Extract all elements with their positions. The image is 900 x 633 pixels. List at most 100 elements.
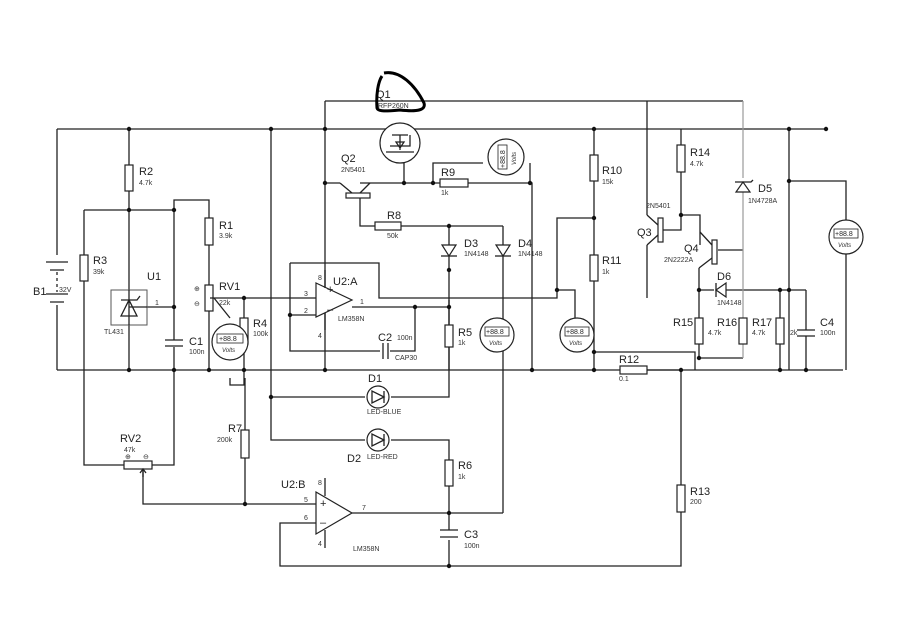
pin-3: 3: [304, 291, 308, 298]
c1-ref: C1: [189, 336, 203, 348]
shunt-regulator-u1[interactable]: U1 TL431 1: [104, 271, 161, 336]
r8-value: 50k: [387, 233, 399, 240]
svg-text:⊕: ⊕: [125, 454, 131, 461]
resistor-r1[interactable]: R13.9k: [204, 217, 233, 246]
d4-ref: D4: [518, 238, 532, 250]
d3-ref: D3: [464, 238, 478, 250]
potentiometer-rv1[interactable]: ⊕ ⊖ RV1 22k: [194, 281, 240, 312]
pin-8: 8: [318, 275, 322, 282]
mosfet-q1[interactable]: Q1 IRFP260N: [375, 71, 426, 164]
q2-value: 2N5401: [341, 167, 366, 174]
resistor-r8[interactable]: R8 50k: [374, 210, 402, 240]
q3-value: 2N5401: [646, 203, 671, 210]
c2-ref: C2: [378, 332, 392, 344]
r3-ref: R3: [93, 255, 107, 267]
pin-4b: 4: [318, 541, 322, 548]
d1-value: LED-BLUE: [367, 409, 402, 416]
d1-ref: D1: [368, 373, 382, 385]
r9-ref: R9: [441, 167, 455, 179]
r10-value: 15k: [602, 179, 614, 186]
pin-7: 7: [362, 505, 366, 512]
q4-ref: Q4: [684, 243, 699, 255]
r15-value: 4.7k: [708, 330, 722, 337]
c3-value: 100n: [464, 543, 480, 550]
r6-value: 1k: [458, 474, 466, 481]
r13-ref: R13: [690, 486, 710, 498]
d2-ref: D2: [347, 453, 361, 465]
u1-ref: U1: [147, 271, 161, 283]
r8-ref: R8: [387, 210, 401, 222]
svg-text:⊕: ⊕: [194, 286, 200, 293]
c3-ref: C3: [464, 529, 478, 541]
d2-value: LED-RED: [367, 454, 398, 461]
led-d2[interactable]: D2 LED-RED: [347, 428, 398, 465]
battery-b1[interactable]: B1 32V: [33, 261, 72, 303]
r2-ref: R2: [139, 166, 153, 178]
meter-reading: +88.8: [219, 336, 237, 343]
u2b-ref: U2:B: [281, 479, 305, 491]
pin-4: 4: [318, 333, 322, 340]
resistor-r2[interactable]: R2 4.7k: [124, 164, 153, 192]
rv1-value: 22k: [219, 300, 231, 307]
rv2-ref: RV2: [120, 433, 141, 445]
c2-model: CAP30: [395, 355, 417, 362]
r1-value: 3.9k: [219, 233, 233, 240]
q4-value: 2N2222A: [664, 257, 694, 264]
svg-text:⊖: ⊖: [194, 301, 200, 308]
junction-dots: [126, 126, 829, 569]
d4-value: 1N4148: [518, 251, 543, 258]
r1-ref: R1: [219, 220, 233, 232]
rv1-ref: RV1: [219, 281, 240, 293]
r2-value: 4.7k: [139, 180, 153, 187]
c4-ref: C4: [820, 317, 834, 329]
r4-value: 100k: [253, 331, 269, 338]
pin-6: 6: [304, 515, 308, 522]
rv2-value: 47k: [124, 447, 136, 454]
r7-value: 200k: [217, 437, 233, 444]
b1-ref: B1: [33, 286, 46, 298]
svg-text:+: +: [327, 284, 333, 296]
u1-value: TL431: [104, 329, 124, 336]
r12-value: 0.1: [619, 376, 629, 383]
r16-ref: R16: [717, 317, 737, 329]
capacitor-c3[interactable]: C3 100n: [440, 529, 480, 550]
d5-value: 1N4728A: [748, 198, 778, 205]
r10-ref: R10: [602, 165, 622, 177]
r5-ref: R5: [458, 327, 472, 339]
q1-value: IRFP260N: [376, 103, 409, 110]
bjt-q4[interactable]: Q4 2N2222A: [664, 231, 718, 269]
u2a-value: LM358N: [338, 316, 364, 323]
r11-value: 1k: [602, 269, 610, 276]
svg-text:+: +: [320, 498, 326, 510]
c2-value: 100n: [397, 335, 413, 342]
pin-2: 2: [304, 308, 308, 315]
